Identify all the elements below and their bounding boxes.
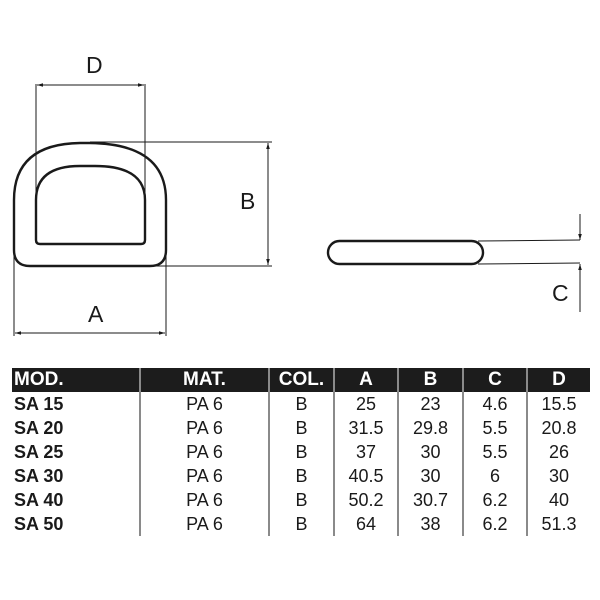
cell-mod: SA 15 <box>14 394 64 414</box>
header-col: COL. <box>268 368 334 392</box>
cell-a: 50.2 <box>333 488 398 512</box>
cell-b: 30.7 <box>397 488 463 512</box>
technical-drawing: D B A C <box>12 52 582 336</box>
label-a: A <box>88 301 104 327</box>
cell-c: 4.6 <box>462 392 527 416</box>
cell-a: 31.5 <box>333 416 398 440</box>
cell-mat: PA 6 <box>139 392 269 416</box>
cell-mod: SA 25 <box>14 442 64 462</box>
cell-mat: PA 6 <box>139 488 269 512</box>
cell-d: 26 <box>526 440 590 464</box>
cell-mat: PA 6 <box>139 512 269 536</box>
cell-mod: SA 40 <box>14 490 64 510</box>
table-header-row: MOD. MAT. COL. A B C D <box>12 368 590 392</box>
cell-col: B <box>268 416 334 440</box>
header-d: D <box>526 368 590 392</box>
d-ring-side-view <box>326 239 485 266</box>
cell-d: 40 <box>526 488 590 512</box>
cell-mat: PA 6 <box>139 440 269 464</box>
cell-mat: PA 6 <box>139 416 269 440</box>
cell-mod: SA 50 <box>14 514 64 534</box>
cell-b: 29.8 <box>397 416 463 440</box>
label-d: D <box>86 52 103 78</box>
cell-c: 5.5 <box>462 440 527 464</box>
cell-c: 5.5 <box>462 416 527 440</box>
label-c: C <box>552 280 569 306</box>
cell-b: 23 <box>397 392 463 416</box>
header-mod: MOD. <box>12 368 140 392</box>
cell-b: 38 <box>397 512 463 536</box>
cell-c: 6.2 <box>462 488 527 512</box>
d-ring-front-view <box>12 141 168 268</box>
dimension-c <box>477 214 582 312</box>
cell-mod: SA 20 <box>14 418 64 438</box>
header-c: C <box>462 368 527 392</box>
cell-a: 37 <box>333 440 398 464</box>
dimension-b <box>90 141 272 267</box>
cell-a: 25 <box>333 392 398 416</box>
cell-col: B <box>268 392 334 416</box>
cell-mod: SA 30 <box>14 466 64 486</box>
cell-col: B <box>268 464 334 488</box>
header-a: A <box>333 368 398 392</box>
cell-b: 30 <box>397 464 463 488</box>
cell-col: B <box>268 488 334 512</box>
cell-a: 64 <box>333 512 398 536</box>
cell-a: 40.5 <box>333 464 398 488</box>
cell-d: 15.5 <box>526 392 590 416</box>
dimension-a <box>13 255 167 336</box>
label-b: B <box>240 188 255 214</box>
cell-b: 30 <box>397 440 463 464</box>
cell-d: 30 <box>526 464 590 488</box>
cell-c: 6 <box>462 464 527 488</box>
header-b: B <box>397 368 463 392</box>
header-mat: MAT. <box>139 368 269 392</box>
cell-mat: PA 6 <box>139 464 269 488</box>
cell-c: 6.2 <box>462 512 527 536</box>
cell-col: B <box>268 512 334 536</box>
cell-d: 51.3 <box>526 512 590 536</box>
cell-d: 20.8 <box>526 416 590 440</box>
cell-col: B <box>268 440 334 464</box>
